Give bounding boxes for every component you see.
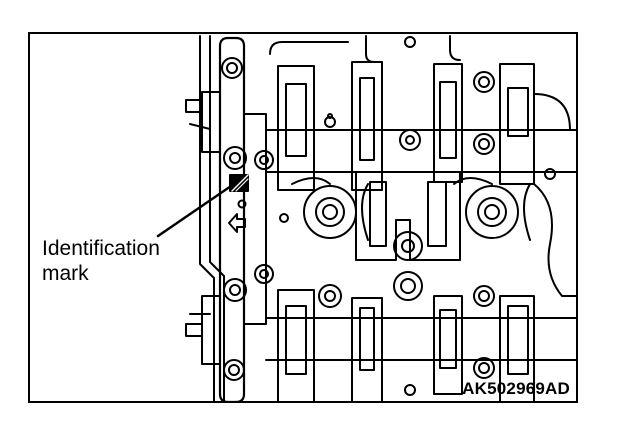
- leader-line: [156, 182, 236, 238]
- rocker-arm: [277, 289, 535, 401]
- bearing-cap-plate: [185, 36, 267, 401]
- callout-label: mark: [42, 262, 89, 285]
- figure-code: AK502969AD: [462, 379, 570, 398]
- rocker-arm: [277, 61, 535, 191]
- arrow-mark: [228, 213, 246, 233]
- diagram-frame: Identification mark AK502969AD: [28, 32, 578, 403]
- plate-bolt: [221, 57, 247, 381]
- cap-bolt: [254, 36, 556, 396]
- head-cover-edge: [189, 35, 225, 401]
- center-housing: [355, 171, 461, 301]
- head-casting: [269, 35, 576, 297]
- callout-label: Identification: [42, 237, 160, 260]
- cylinder-head-drawing: [156, 35, 576, 401]
- spark-plug-boss: [291, 177, 531, 241]
- identification-mark: [228, 174, 249, 233]
